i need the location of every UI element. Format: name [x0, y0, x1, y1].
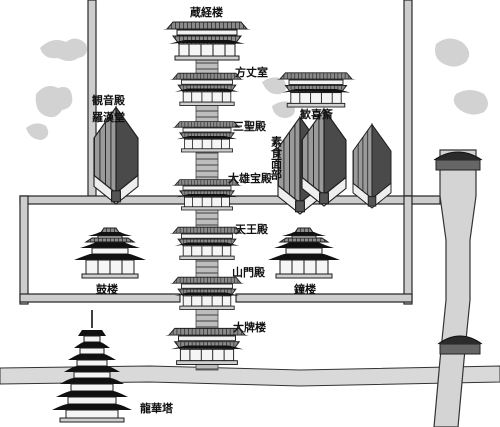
- building-koro[interactable]: [73, 227, 147, 279]
- label-ryugeto: 龍華塔: [140, 401, 174, 415]
- bridge-north: [433, 151, 483, 171]
- building-shoro[interactable]: [267, 227, 341, 279]
- label-sanmonden: 山門殿: [232, 265, 266, 279]
- building-tennoden[interactable]: [169, 226, 245, 260]
- building-sanmonden[interactable]: [169, 276, 245, 310]
- label-sojikimenbu: 素食面部: [270, 135, 283, 181]
- label-rakando: 羅漢堂: [92, 110, 125, 124]
- building-side-gable-east[interactable]: [352, 123, 392, 209]
- label-hojoshitsu: 方丈室: [235, 65, 268, 79]
- label-sanshoden: 三聖殿: [233, 120, 267, 133]
- labels: 蔵経楼 方丈室 歓喜斎 観音殿 羅漢堂 三聖殿 大雄宝殿 天王殿 山門殿 鼓楼 …: [92, 5, 333, 415]
- label-tennoden: 天王殿: [235, 223, 269, 236]
- label-kannonden: 観音殿: [92, 93, 126, 107]
- background-clouds: [26, 38, 488, 140]
- label-kankisai: 歓喜斎: [300, 107, 333, 121]
- building-sojikimenbu-right[interactable]: [301, 108, 347, 207]
- label-zokyoro: 蔵経楼: [190, 5, 223, 19]
- building-hojoshitsu[interactable]: [169, 72, 245, 106]
- building-zokyoro[interactable]: [162, 21, 252, 61]
- label-daiyuhoden: 大雄宝殿: [228, 171, 273, 185]
- label-shoro: 鐘楼: [294, 282, 316, 296]
- building-sanshoden[interactable]: [171, 121, 243, 153]
- building-ryugeto-pagoda[interactable]: [52, 310, 132, 423]
- label-koro: 鼓楼: [96, 282, 118, 296]
- label-daihairo: 大牌楼: [233, 320, 266, 334]
- road-and-canal: [0, 149, 500, 427]
- bridge-south: [437, 335, 483, 355]
